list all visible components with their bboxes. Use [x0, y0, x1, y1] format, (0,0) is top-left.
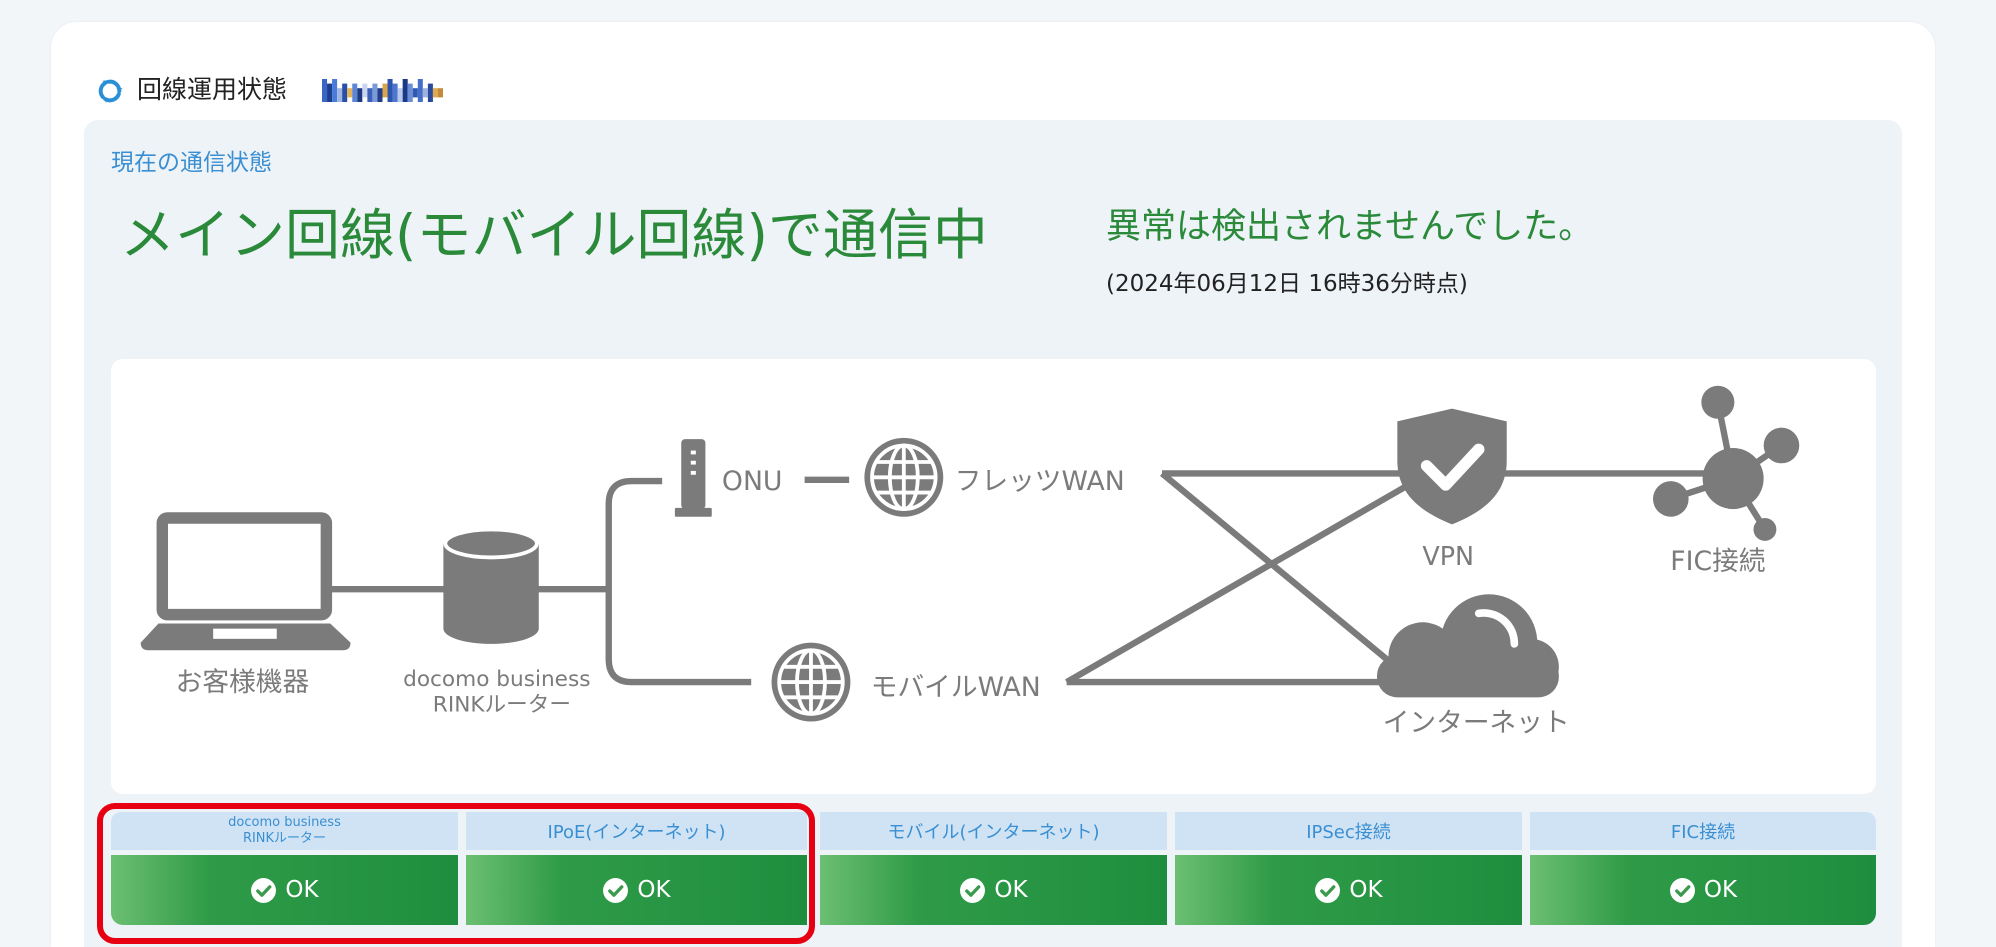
flets-wan-label: フレッツWAN — [955, 466, 1125, 497]
line-mobile-vpn — [1065, 478, 1417, 685]
network-diagram: お客様機器 docomo business RINKルーター ONU — [111, 359, 1876, 794]
status-cell-fic: OK — [1530, 855, 1876, 925]
status-header-mobile: モバイル(インターネット) — [820, 812, 1167, 850]
onu-label: ONU — [722, 466, 783, 497]
customer-device-label: お客様機器 — [176, 667, 310, 698]
status-value: OK — [1349, 877, 1383, 903]
onu-device-icon — [674, 439, 712, 517]
status-value: OK — [285, 877, 319, 903]
highlight-box — [97, 803, 815, 944]
check-circle-icon — [603, 877, 629, 903]
diagnosis-message: 異常は検出されませんでした。 — [1106, 207, 1594, 247]
status-value: OK — [637, 877, 671, 903]
router-label-line-2: RINKルーター — [433, 692, 571, 717]
line-flets-internet — [1160, 471, 1392, 665]
status-cell-mobile: OK — [820, 855, 1167, 925]
status-cell-ipsec: OK — [1175, 855, 1522, 925]
status-cell-router: OK — [111, 855, 458, 925]
status-timestamp: (2024年06月12日 16時36分時点) — [1106, 271, 1468, 297]
network-diagram-svg: お客様機器 docomo business RINKルーター ONU — [140, 385, 1800, 739]
line-branch — [605, 477, 752, 686]
router-icon — [443, 527, 539, 644]
internet-label: インターネット — [1383, 708, 1570, 739]
connection-lines — [328, 470, 1718, 686]
shield-check-icon — [1397, 408, 1507, 525]
globe-icon — [771, 642, 851, 722]
check-circle-icon — [1669, 877, 1695, 903]
network-hub-icon — [1652, 385, 1800, 541]
check-circle-icon — [251, 877, 277, 903]
section-label: 現在の通信状態 — [111, 150, 272, 176]
fic-label: FIC接続 — [1670, 546, 1765, 577]
router-label-line-1: docomo business — [403, 667, 590, 692]
status-value: OK — [1703, 877, 1738, 903]
status-header-router: docomo business RINKルーター — [111, 812, 458, 850]
status-header-ipsec: IPSec接続 — [1175, 812, 1522, 850]
vpn-label: VPN — [1422, 541, 1474, 571]
status-cell-ipoe: OK — [466, 855, 807, 925]
sync-icon — [98, 79, 123, 104]
mobile-wan-label: モバイルWAN — [871, 672, 1041, 703]
status-header-fic: FIC接続 — [1530, 812, 1876, 850]
status-header-label-line: RINKルーター — [242, 831, 327, 846]
status-header-ipoe: IPoE(インターネット) — [466, 812, 807, 850]
page-title: 回線運用状態 — [137, 75, 288, 104]
status-header-label-line: docomo business — [228, 815, 341, 830]
status-value: OK — [994, 877, 1028, 903]
current-connection-message: メイン回線(モバイル回線)で通信中 — [120, 203, 988, 267]
globe-icon — [864, 437, 944, 517]
redacted-name-mosaic — [322, 79, 443, 102]
check-circle-icon — [1315, 877, 1341, 903]
laptop-icon — [140, 512, 351, 651]
check-circle-icon — [960, 877, 986, 903]
cloud-icon — [1376, 594, 1559, 698]
